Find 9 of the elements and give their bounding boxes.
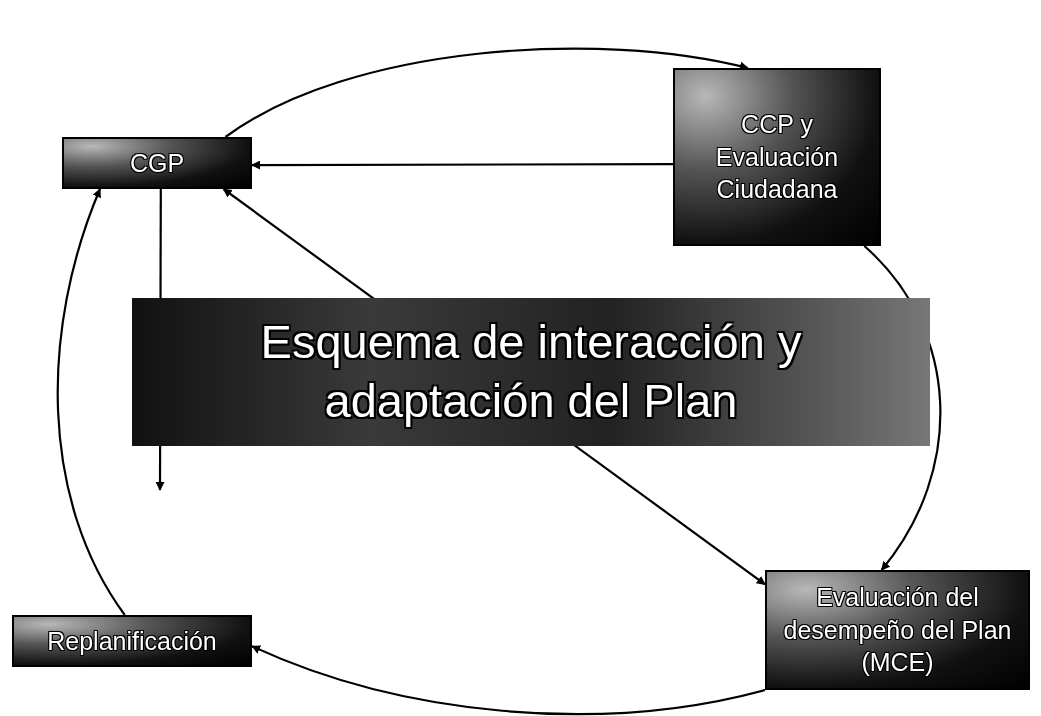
process-box: CCP y Evaluación Ciudadana — [673, 68, 881, 246]
title-band: Esquema de interacción y adaptación del Plan — [132, 298, 930, 446]
arrow — [251, 160, 673, 170]
process-box: CGP — [62, 137, 252, 189]
arrow — [224, 47, 749, 138]
process-box: Replanificación — [12, 615, 252, 667]
arrow — [251, 645, 766, 715]
process-box: Evaluación del desempeño del Plan (MCE) — [765, 570, 1030, 690]
arrow — [56, 188, 126, 616]
